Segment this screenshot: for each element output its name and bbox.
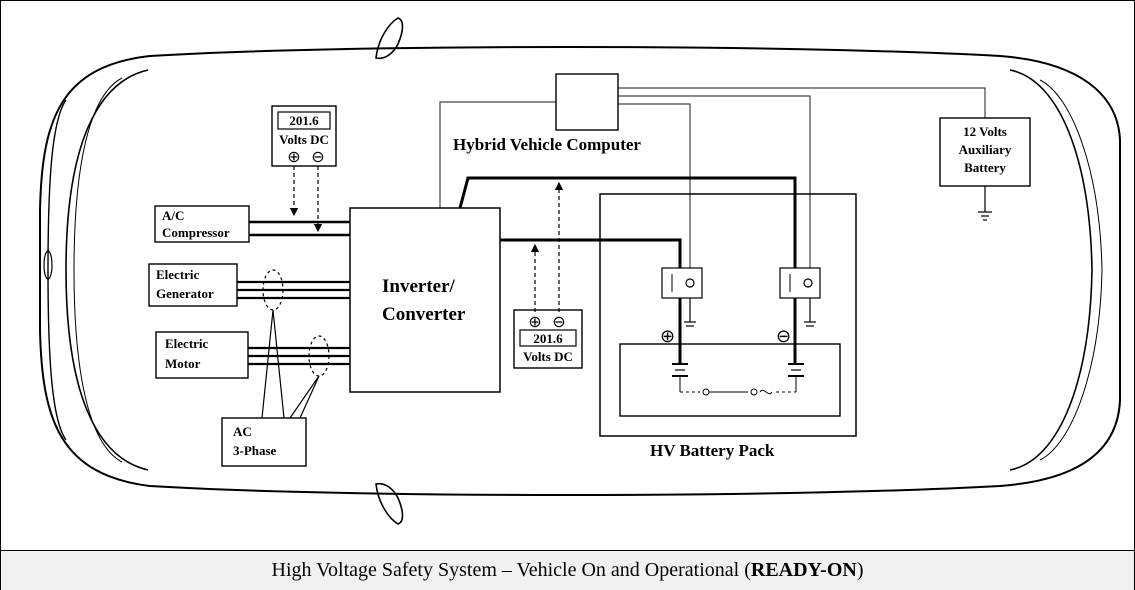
svg-text:⊖: ⊖	[552, 314, 565, 331]
electric-motor: Electric Motor	[155, 331, 249, 379]
caption-suffix: )	[856, 559, 864, 581]
svg-text:3-Phase: 3-Phase	[233, 443, 277, 458]
ac-3phase-callout	[261, 269, 330, 419]
hv-battery-cells-box	[619, 343, 841, 417]
svg-text:Generator: Generator	[156, 286, 214, 301]
svg-text:Electric: Electric	[165, 336, 209, 351]
computer-signal-wiring	[439, 87, 986, 278]
meter-top: 201.6 Volts DC ⊕ ⊖	[271, 105, 337, 167]
inverter-label-line2: Converter	[382, 304, 466, 325]
car-body-outline	[39, 17, 1121, 525]
hybrid-computer-box	[555, 73, 619, 131]
svg-text:201.6: 201.6	[289, 113, 319, 128]
figure-caption: High Voltage Safety System – Vehicle On …	[1, 550, 1134, 590]
ground-icon	[978, 186, 992, 221]
svg-text:12 Volts: 12 Volts	[963, 124, 1007, 139]
ac-compressor: A/C Compressor	[154, 205, 250, 243]
battery-plus-terminal: ⊕	[660, 326, 675, 346]
inverter-label-line1: Inverter/	[382, 276, 456, 297]
hybrid-hv-diagram: Hybrid Vehicle Computer 12 Volts Auxilia…	[39, 17, 1121, 525]
svg-text:201.6: 201.6	[533, 331, 563, 346]
svg-text:Volts DC: Volts DC	[279, 132, 329, 147]
svg-text:Auxiliary: Auxiliary	[959, 142, 1012, 157]
svg-text:⊖: ⊖	[311, 149, 324, 166]
relay-negative	[779, 267, 821, 327]
motor-wiring	[248, 346, 350, 366]
svg-text:Motor: Motor	[165, 356, 201, 371]
battery-cell-chain	[672, 363, 804, 396]
inverter-converter-box	[349, 207, 501, 393]
relay-positive	[661, 267, 703, 327]
svg-text:AC: AC	[233, 424, 252, 439]
meter-mid-probes	[530, 181, 564, 312]
ac-compressor-wiring	[249, 220, 350, 237]
svg-text:A/C: A/C	[162, 208, 184, 223]
battery-minus-terminal: ⊖	[776, 326, 791, 346]
aux-battery: 12 Volts Auxiliary Battery	[939, 117, 1031, 187]
svg-text:Electric: Electric	[156, 267, 200, 282]
hv-wiring	[458, 176, 797, 364]
hv-battery-enclosure	[599, 193, 857, 437]
hv-battery-pack-label: HV Battery Pack	[650, 441, 775, 460]
caption-prefix: High Voltage Safety System – Vehicle On …	[271, 559, 751, 581]
caption-bold: READY-ON	[750, 559, 857, 581]
ac-3phase-box: AC 3-Phase	[221, 417, 307, 467]
svg-text:⊕: ⊕	[287, 149, 300, 166]
svg-text:Battery: Battery	[964, 160, 1006, 175]
meter-mid: ⊕ ⊖ 201.6 Volts DC	[513, 309, 583, 369]
svg-text:Volts DC: Volts DC	[523, 349, 573, 364]
meter-top-probes	[289, 166, 323, 233]
hybrid-computer-label: Hybrid Vehicle Computer	[453, 135, 641, 154]
generator-wiring	[237, 280, 350, 300]
svg-text:⊕: ⊕	[528, 314, 541, 331]
electric-generator: Electric Generator	[148, 263, 238, 307]
svg-text:Compressor: Compressor	[162, 225, 230, 240]
